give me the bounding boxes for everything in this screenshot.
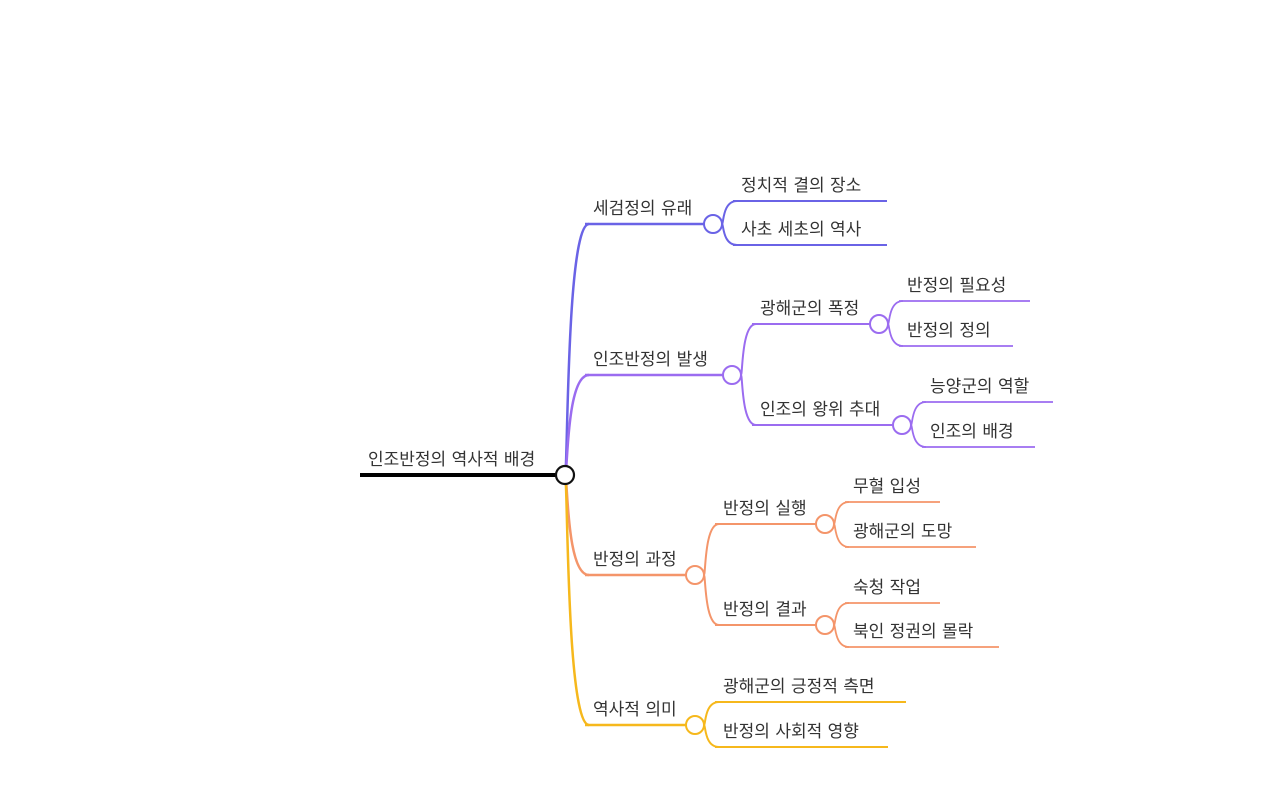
topic-2-1-2[interactable]: 반정의 정의 [907, 321, 991, 341]
topic-3-2-1[interactable]: 숙청 작업 [853, 578, 921, 598]
root-topic[interactable]: 인조반정의 역사적 배경 [368, 450, 536, 470]
topic-2-2-2[interactable]: 인조의 배경 [930, 422, 1014, 442]
toggle-2-2 [892, 415, 912, 435]
mindmap-underlines [360, 200, 1053, 748]
topic-2-2[interactable]: 인조의 왕위 추대 [760, 400, 881, 420]
branch-toggle-1 [703, 214, 723, 234]
topic-2-1-1[interactable]: 반정의 필요성 [907, 276, 1007, 296]
toggle-3-1 [815, 514, 835, 534]
branch-toggle-4 [685, 715, 705, 735]
branch-toggle-2 [722, 365, 742, 385]
mindmap-toggles [554, 214, 912, 735]
branch-toggle-3 [685, 565, 705, 585]
toggle-2-1 [869, 314, 889, 334]
topic-4-1[interactable]: 광해군의 긍정적 측면 [723, 677, 875, 697]
topic-2-2-1[interactable]: 능양군의 역할 [930, 377, 1030, 397]
topic-4-2[interactable]: 반정의 사회적 영향 [723, 722, 859, 742]
topic-3-1-2[interactable]: 광해군의 도망 [853, 522, 953, 542]
branch-topic-2[interactable]: 인조반정의 발생 [593, 350, 708, 370]
topic-3-2[interactable]: 반정의 결과 [723, 600, 807, 620]
branch-edge-4 [563, 473, 590, 727]
topic-2-1[interactable]: 광해군의 폭정 [760, 299, 860, 319]
branch-topic-4[interactable]: 역사적 의미 [593, 700, 677, 720]
topic-3-1[interactable]: 반정의 실행 [723, 499, 807, 519]
topic-1-2[interactable]: 사초 세초의 역사 [741, 220, 862, 240]
root-toggle [554, 464, 576, 486]
topic-1-1[interactable]: 정치적 결의 장소 [741, 176, 862, 196]
branch-topic-1[interactable]: 세검정의 유래 [593, 199, 693, 219]
topic-3-2-2[interactable]: 북인 정권의 몰락 [853, 622, 974, 642]
topic-3-1-1[interactable]: 무혈 입성 [853, 477, 921, 497]
toggle-3-2 [815, 615, 835, 635]
branch-topic-3[interactable]: 반정의 과정 [593, 550, 677, 570]
